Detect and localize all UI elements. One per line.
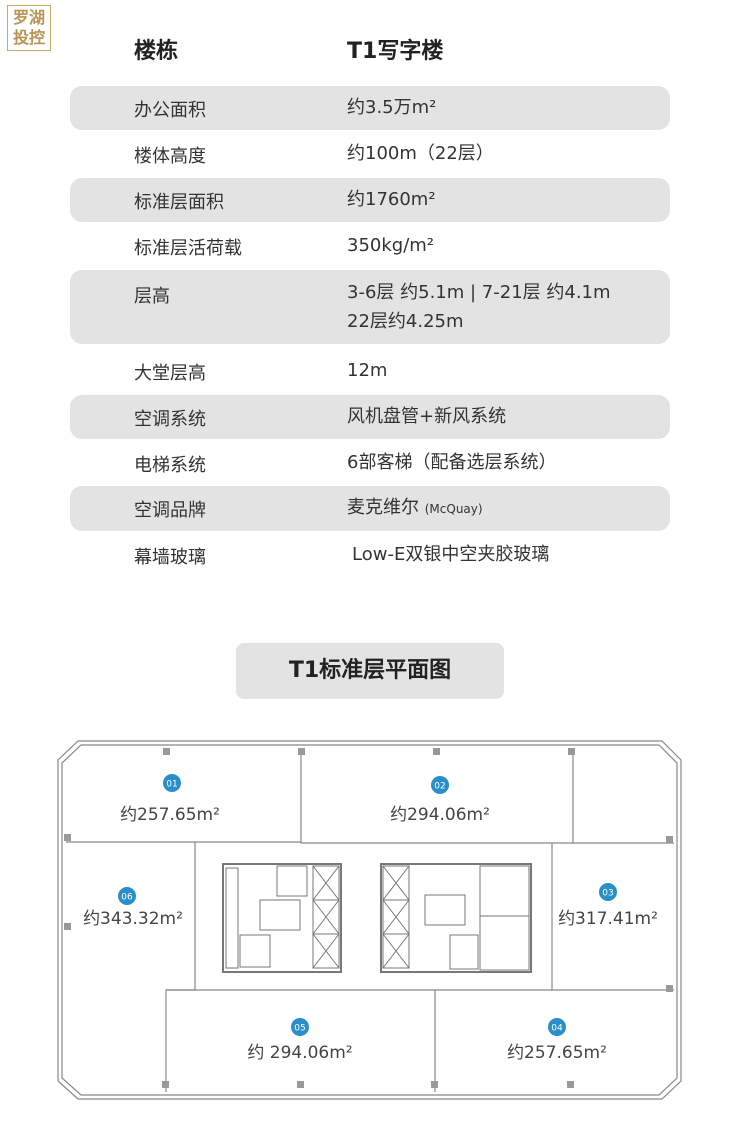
spec-value: 12m — [347, 360, 388, 381]
core-left — [222, 863, 342, 973]
unit-badge — [548, 1018, 566, 1036]
spec-row: 空调品牌 麦克维尔 (McQuay) — [70, 486, 670, 531]
spec-value-line2: 22层约4.25m — [347, 311, 464, 332]
spec-key: 标准层面积 — [134, 192, 224, 213]
unit-area: 约294.06m² — [390, 805, 490, 825]
header-value: T1写字楼 — [347, 39, 444, 64]
unit-id: 05 — [294, 1024, 305, 1034]
spec-value: 6部客梯（配备选层系统） — [347, 452, 557, 473]
unit-badge — [599, 883, 617, 901]
spec-value-text: 麦克维尔 — [347, 497, 419, 518]
spec-key: 标准层活荷载 — [134, 238, 242, 259]
logo: 罗湖投控 — [7, 5, 51, 51]
spec-row: 层高 3-6层 约5.1m | 7-21层 约4.1m 22层约4.25m — [70, 270, 670, 344]
spec-value-note: (McQuay) — [424, 502, 483, 516]
unit-area: 约343.32m² — [83, 909, 183, 929]
unit-area: 约257.65m² — [120, 805, 220, 825]
unit-area: 约257.65m² — [507, 1043, 607, 1063]
spec-value: 约100m（22层） — [347, 143, 494, 164]
unit-badge — [431, 776, 449, 794]
spec-value: 350kg/m² — [347, 235, 435, 256]
unit-area: 约317.41m² — [558, 909, 658, 929]
spec-value: 风机盘管+新风系统 — [347, 406, 507, 427]
spec-row: 电梯系统 6部客梯（配备选层系统） — [70, 441, 670, 485]
unit-badge — [291, 1018, 309, 1036]
spec-row: 标准层活荷载 350kg/m² — [70, 224, 670, 268]
unit-id: 06 — [121, 893, 133, 903]
unit-id: 01 — [166, 780, 177, 790]
unit-id: 02 — [434, 782, 445, 792]
spec-value: Low-E双银中空夹胶玻璃 — [352, 544, 550, 565]
spec-key: 空调系统 — [134, 409, 206, 430]
spec-row: 大堂层高 12m — [70, 348, 670, 394]
spec-key: 办公面积 — [134, 100, 206, 121]
spec-key: 楼体高度 — [134, 146, 206, 167]
spec-row: 办公面积 约3.5万m² — [70, 86, 670, 130]
spec-row: 空调系统 风机盘管+新风系统 — [70, 395, 670, 439]
spec-key: 层高 — [134, 286, 170, 307]
spec-key: 空调品牌 — [134, 500, 206, 521]
spec-value: 约3.5万m² — [347, 97, 437, 118]
header-key: 楼栋 — [134, 39, 179, 64]
plan-title: T1标准层平面图 — [236, 643, 504, 699]
spec-key: 幕墙玻璃 — [134, 547, 206, 568]
spec-key: 电梯系统 — [134, 455, 206, 476]
spec-row: 标准层面积 约1760m² — [70, 178, 670, 222]
spec-value: 3-6层 约5.1m | 7-21层 约4.1m — [347, 282, 611, 303]
unit-id: 03 — [602, 889, 613, 899]
unit-badge — [163, 774, 181, 792]
unit-area: 约 294.06m² — [247, 1043, 352, 1063]
core-right — [380, 863, 532, 973]
spec-row: 楼体高度 约100m（22层） — [70, 132, 670, 176]
spec-row: 幕墙玻璃 Low-E双银中空夹胶玻璃 — [70, 532, 670, 578]
spec-key: 大堂层高 — [134, 363, 206, 384]
unit-badge — [118, 887, 136, 905]
unit-id: 04 — [551, 1024, 563, 1034]
spec-value: 约1760m² — [347, 189, 436, 210]
spec-value: 麦克维尔 (McQuay) — [347, 494, 483, 523]
